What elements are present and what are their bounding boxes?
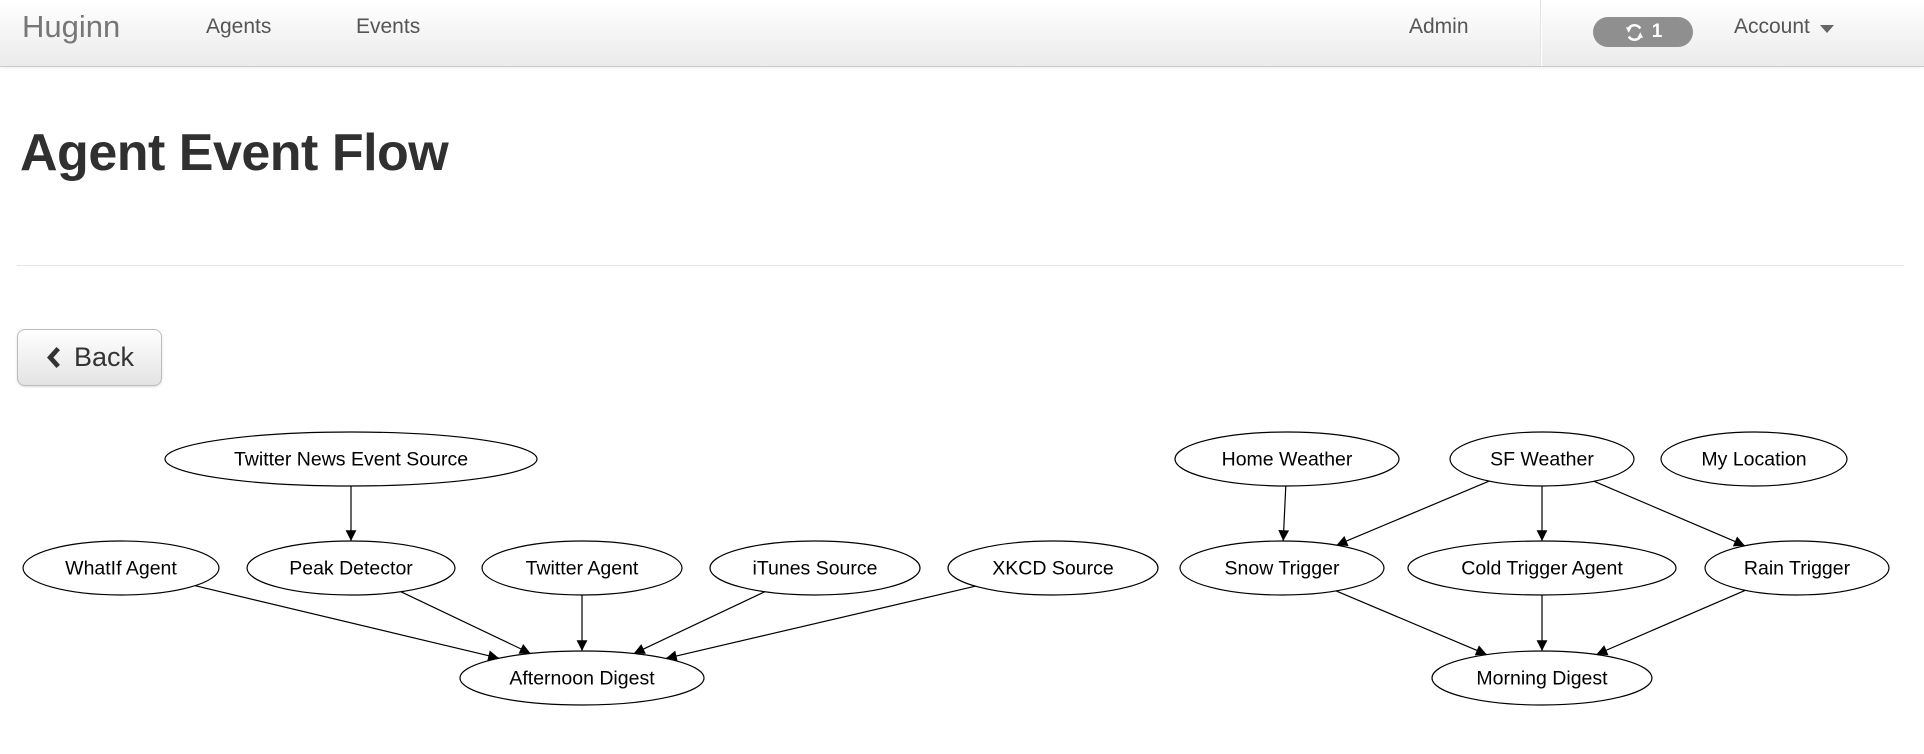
refresh-icon: [1625, 23, 1643, 41]
graph-edge-peak-detector-to-afternoon-digest: [400, 591, 531, 655]
graph-node-label: WhatIf Agent: [65, 558, 177, 580]
graph-node-label: XKCD Source: [992, 558, 1113, 580]
graph-node-label: Snow Trigger: [1225, 558, 1340, 580]
horizontal-rule: [17, 265, 1904, 266]
graph-edge-sf-weather-to-rain-trigger: [1593, 480, 1746, 547]
graph-node-whatif-agent[interactable]: WhatIf Agent: [22, 540, 220, 596]
graph-node-my-location[interactable]: My Location: [1660, 431, 1848, 487]
chevron-left-icon: [47, 346, 60, 369]
graph-node-sf-weather[interactable]: SF Weather: [1449, 431, 1635, 487]
graph-node-morning-digest[interactable]: Morning Digest: [1431, 650, 1653, 706]
back-button-label: Back: [74, 342, 135, 372]
graph-node-label: Twitter News Event Source: [234, 449, 468, 471]
graph-node-label: Cold Trigger Agent: [1461, 558, 1623, 580]
graph-node-label: Afternoon Digest: [509, 668, 655, 690]
nav-item-agents[interactable]: Agents: [206, 15, 272, 38]
account-menu[interactable]: Account: [1734, 15, 1834, 39]
graph-edge-sf-weather-to-snow-trigger: [1336, 480, 1490, 546]
graph-node-rain-trigger[interactable]: Rain Trigger: [1704, 540, 1890, 596]
page-title: Agent Event Flow: [20, 124, 449, 182]
graph-node-snow-trigger[interactable]: Snow Trigger: [1179, 540, 1385, 596]
graph-node-label: Home Weather: [1222, 449, 1353, 471]
graph-node-label: Twitter Agent: [526, 558, 639, 580]
app-brand[interactable]: Huginn: [22, 9, 121, 44]
graph-node-peak-detector[interactable]: Peak Detector: [246, 540, 456, 596]
graph-node-home-weather[interactable]: Home Weather: [1174, 431, 1400, 487]
graph-node-label: Rain Trigger: [1744, 558, 1851, 580]
graph-edge-snow-trigger-to-morning-digest: [1335, 590, 1488, 656]
nav-item-events[interactable]: Events: [356, 15, 421, 38]
graph-node-label: Peak Detector: [289, 558, 413, 580]
graph-edge-xkcd-source-to-afternoon-digest: [665, 585, 976, 662]
graph-node-label: My Location: [1701, 449, 1806, 471]
graph-node-twitter-agent[interactable]: Twitter Agent: [481, 540, 683, 596]
graph-node-afternoon-digest[interactable]: Afternoon Digest: [459, 650, 705, 706]
account-label: Account: [1734, 15, 1810, 38]
caret-down-icon: [1819, 25, 1834, 33]
nav-item-admin[interactable]: Admin: [1409, 15, 1469, 38]
graph-edge-itunes-source-to-afternoon-digest: [633, 591, 766, 655]
jobs-count: 1: [1651, 21, 1663, 42]
graph-edge-rain-trigger-to-morning-digest: [1596, 589, 1746, 656]
graph-node-label: SF Weather: [1490, 449, 1594, 471]
jobs-badge[interactable]: 1: [1593, 17, 1693, 47]
graph-node-cold-trigger-agent[interactable]: Cold Trigger Agent: [1407, 540, 1677, 596]
graph-edge-home-weather-to-snow-trigger: [1278, 485, 1290, 542]
navbar: Huginn Agents Events Admin 1 Account: [0, 0, 1924, 67]
back-button[interactable]: Back: [17, 329, 163, 386]
graph-node-label: iTunes Source: [752, 558, 877, 580]
graph-node-xkcd-source[interactable]: XKCD Source: [947, 540, 1159, 596]
graph-node-itunes-source[interactable]: iTunes Source: [709, 540, 921, 596]
graph-node-label: Morning Digest: [1476, 668, 1608, 690]
navbar-divider: [1540, 0, 1542, 66]
graph-node-twitter-news-event-source[interactable]: Twitter News Event Source: [164, 431, 538, 487]
graph-edge-whatif-agent-to-afternoon-digest: [194, 585, 500, 661]
